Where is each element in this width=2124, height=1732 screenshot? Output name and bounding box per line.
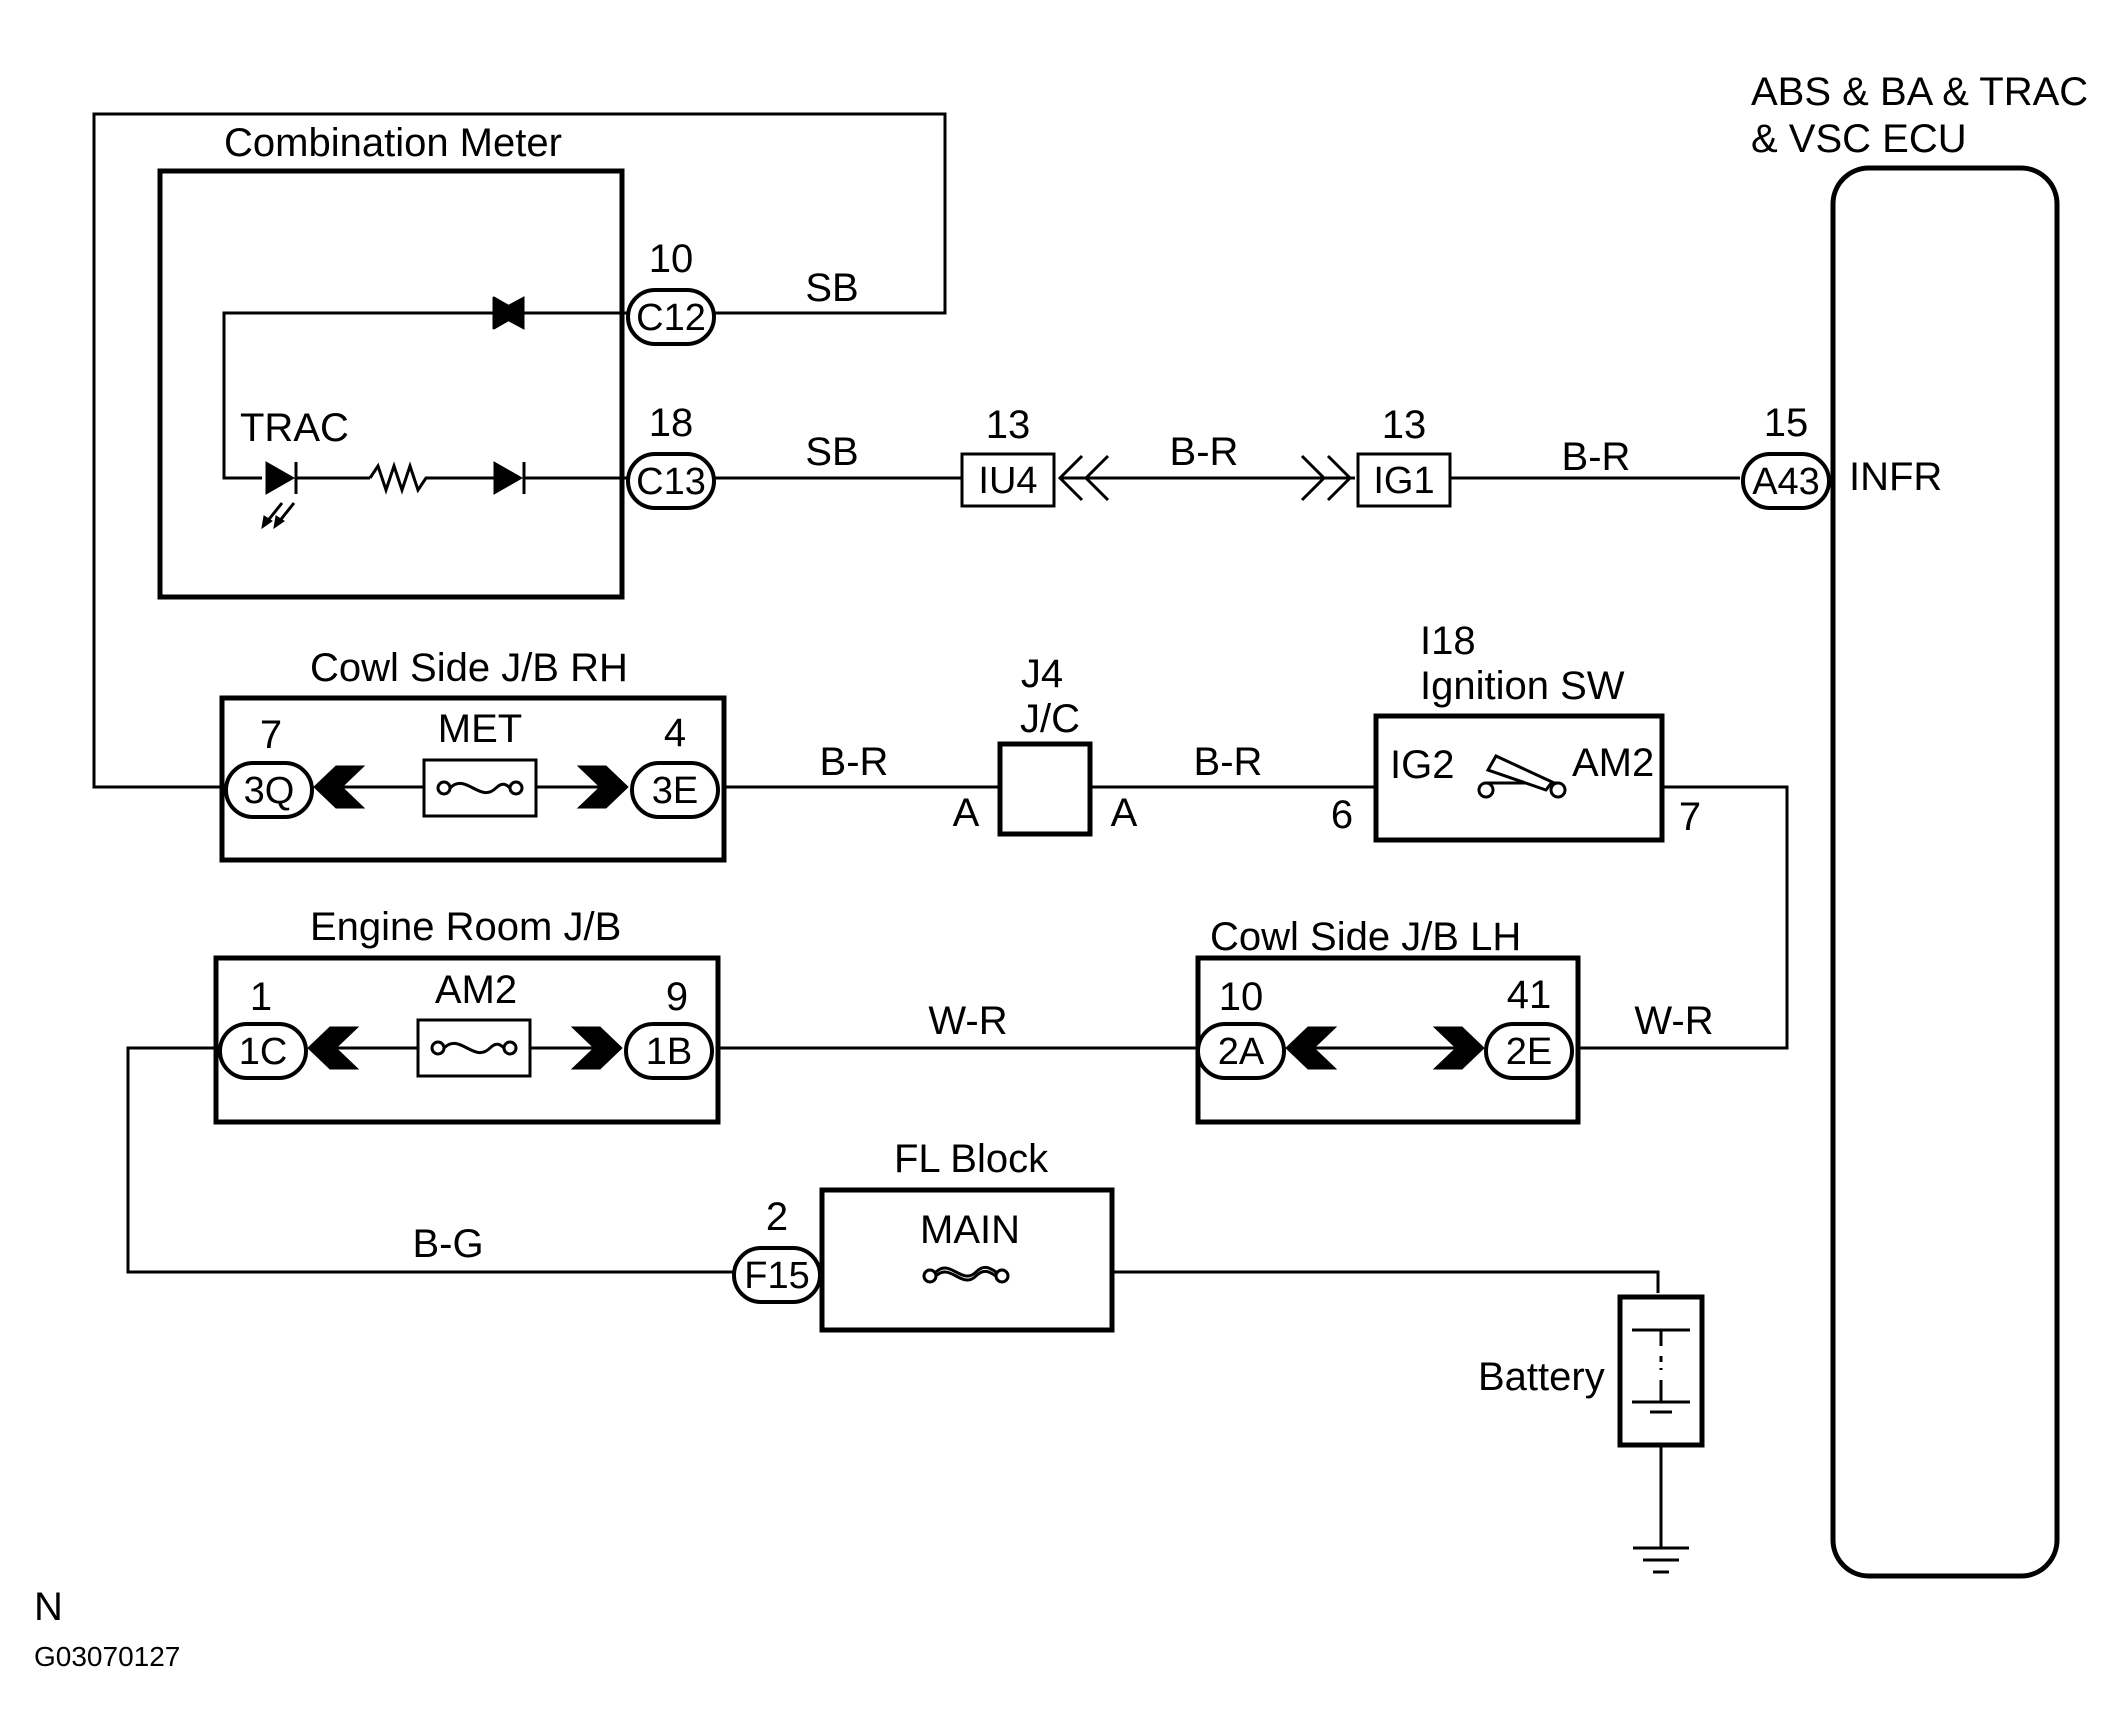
connector-iu4-pin: 13 <box>986 403 1031 447</box>
connector-ig1: IG1 13 <box>1300 403 1452 508</box>
combination-meter: Combination Meter TRAC <box>157 121 628 600</box>
ignition-ig2-label: IG2 <box>1390 743 1454 787</box>
wire-label-br-3e-j4: B-R <box>820 740 889 784</box>
ignition-id: I18 <box>1420 619 1476 663</box>
wire-label-br-j4-ign: B-R <box>1194 740 1263 784</box>
connector-ig1-id: IG1 <box>1373 460 1434 502</box>
connector-1c-pin: 1 <box>250 975 272 1019</box>
wire-label-wr-1b-2a: W-R <box>928 999 1007 1043</box>
combination-meter-title: Combination Meter <box>224 121 562 165</box>
connector-a43: A43 15 <box>1741 401 1831 510</box>
jc-pin-left: A <box>953 791 980 835</box>
engine-room-title: Engine Room J/B <box>310 905 621 949</box>
jc-pin-right: A <box>1111 791 1138 835</box>
connector-3e-pin: 4 <box>664 711 686 755</box>
ecu-title-line2: & VSC ECU <box>1751 117 1967 161</box>
wire-label-wr-2e-sw: W-R <box>1634 999 1713 1043</box>
junction-connector-j4: J4 J/C A A <box>953 652 1138 837</box>
fuse-am2-label: AM2 <box>435 968 517 1012</box>
cowl-side-jb-lh: Cowl Side J/B LH 2A 10 2E 41 <box>1195 915 1581 1125</box>
connector-c12-id: C12 <box>636 297 706 339</box>
jc-id: J4 <box>1021 652 1063 696</box>
connector-c13-id: C13 <box>636 461 706 503</box>
wire-main-battery <box>1109 1270 1660 1293</box>
ecu-title-line1: ABS & BA & TRAC <box>1751 70 2088 114</box>
wire-label-br-ig1-a43: B-R <box>1562 435 1631 479</box>
ignition-pin-left: 6 <box>1331 793 1353 837</box>
footer-mark: N <box>34 1585 63 1629</box>
wire-label-br-iu4-ig1: B-R <box>1170 430 1239 474</box>
wire-ign-2e <box>1571 785 1789 1050</box>
trac-label: TRAC <box>240 406 349 450</box>
fuse-main <box>922 1265 1010 1284</box>
wire-label-sb-mid: SB <box>805 430 858 474</box>
connector-3q-id: 3Q <box>244 770 295 812</box>
abs-vsc-ecu: ABS & BA & TRAC & VSC ECU INFR <box>1751 70 2088 1579</box>
connector-a43-pin: 15 <box>1764 401 1809 445</box>
engine-room-jb: Engine Room J/B 1C 1 AM2 1B 9 <box>213 905 721 1125</box>
cowl-side-jb-rh: Cowl Side J/B RH 3Q 7 MET 3E 4 <box>219 646 727 863</box>
cowl-rh-title: Cowl Side J/B RH <box>310 646 628 690</box>
connector-3e-id: 3E <box>652 770 698 812</box>
connector-c13-pin: 18 <box>649 401 694 445</box>
ignition-am2-label: AM2 <box>1572 741 1654 785</box>
wire-c12-loop <box>92 112 947 789</box>
ignition-name: Ignition SW <box>1420 664 1625 708</box>
connector-2e-pin: 41 <box>1507 973 1552 1017</box>
connector-ig1-pin: 13 <box>1382 403 1427 447</box>
battery-label: Battery <box>1478 1355 1605 1399</box>
connector-3q-pin: 7 <box>260 713 282 757</box>
jc-name: J/C <box>1020 697 1080 741</box>
fl-block-title: FL Block <box>894 1137 1049 1181</box>
battery: Battery <box>1478 1294 1705 1574</box>
connector-2e-id: 2E <box>1506 1031 1552 1073</box>
connector-iu4: IU4 13 <box>960 403 1110 508</box>
connector-c13: C13 18 <box>626 401 716 510</box>
diode-icon <box>493 461 524 495</box>
wire-label-bg: B-G <box>412 1222 483 1266</box>
connector-2a-pin: 10 <box>1219 975 1264 1019</box>
fl-block: FL Block MAIN F15 2 <box>732 1137 1115 1333</box>
ecu-terminal-infr: INFR <box>1849 455 1942 499</box>
connector-1c-id: 1C <box>239 1031 288 1073</box>
connector-1b-id: 1B <box>646 1031 692 1073</box>
wires <box>92 112 1789 1293</box>
wire-1c-f15 <box>126 1046 734 1274</box>
fuse-met-label: MET <box>438 707 522 751</box>
connector-f15-pin: 2 <box>766 1195 788 1239</box>
connector-f15-id: F15 <box>744 1255 809 1297</box>
cowl-lh-title: Cowl Side J/B LH <box>1210 915 1521 959</box>
fuse-main-label: MAIN <box>920 1208 1020 1252</box>
connector-c12: C12 10 <box>626 237 716 346</box>
ground-icon <box>1633 1546 1689 1574</box>
footer-code: G03070127 <box>34 1641 180 1672</box>
connector-2a-id: 2A <box>1218 1031 1265 1073</box>
connector-a43-id: A43 <box>1752 461 1820 503</box>
connector-1b-pin: 9 <box>666 975 688 1019</box>
ignition-pin-right: 7 <box>1679 795 1701 839</box>
connector-iu4-id: IU4 <box>978 460 1037 502</box>
led-icon <box>261 461 298 530</box>
ignition-switch: I18 Ignition SW IG2 AM2 6 7 <box>1331 619 1701 843</box>
connector-c12-pin: 10 <box>649 237 694 281</box>
wire-label-sb-top: SB <box>805 266 858 310</box>
